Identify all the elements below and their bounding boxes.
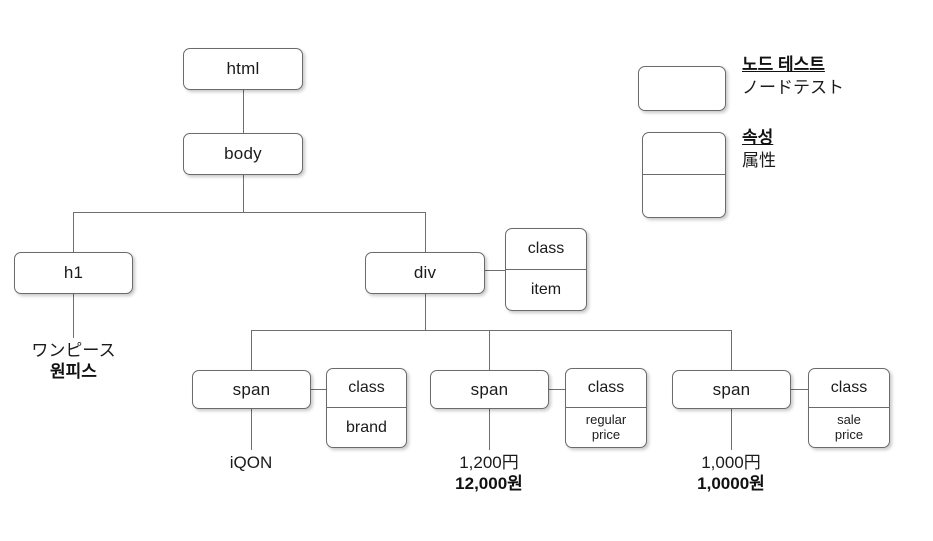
attribute-name: class <box>327 369 406 408</box>
attribute-div-class[interactable]: class item <box>505 228 587 311</box>
legend-attribute-ko: 속성 <box>742 128 774 147</box>
connector-html-body <box>243 90 244 133</box>
attribute-value: brand <box>346 418 387 436</box>
legend-node-swatch <box>638 66 726 111</box>
legend-attribute-swatch <box>642 132 726 218</box>
connector-h1-text <box>73 293 74 338</box>
legend-node-test-ko: 노드 테스트 <box>742 55 825 74</box>
leaf-text-span-sale-price: 1,000円 1,0000원 <box>656 452 806 496</box>
node-span-regular-price[interactable]: span <box>430 370 549 409</box>
connector-span3-text <box>731 408 732 450</box>
node-div[interactable]: div <box>365 252 485 294</box>
connector-body-branch <box>73 212 426 213</box>
connector-span3-attr <box>790 389 808 390</box>
node-span-brand[interactable]: span <box>192 370 311 409</box>
legend-attribute-cell-top <box>643 133 725 175</box>
connector-span1-text <box>251 408 252 450</box>
connector-div-stem <box>425 293 426 330</box>
leaf-text-span-regular-price: 1,200円 12,000원 <box>414 452 564 496</box>
attribute-value: sale price <box>834 411 864 442</box>
node-span-sale-price[interactable]: span <box>672 370 791 409</box>
leaf-text-h1: ワンピース 원피스 <box>0 340 147 384</box>
attribute-value: regular price <box>585 411 627 442</box>
leaf-text-h1-ja: ワンピース <box>31 341 116 360</box>
connector-branch-span1 <box>251 330 252 370</box>
legend-attribute-ja: 属性 <box>742 150 776 170</box>
node-html[interactable]: html <box>183 48 303 90</box>
connector-span1-attr <box>310 389 326 390</box>
connector-branch-div <box>425 212 426 252</box>
connector-div-branch <box>251 330 731 331</box>
node-body[interactable]: body <box>183 133 303 175</box>
connector-div-attr <box>485 270 505 271</box>
attribute-name: class <box>566 369 646 408</box>
attribute-span-sale-price-class[interactable]: class sale price <box>808 368 890 448</box>
node-h1[interactable]: h1 <box>14 252 133 294</box>
connector-body-stem <box>243 175 244 212</box>
connector-span2-text <box>489 408 490 450</box>
legend-node-test-ja: ノードテスト <box>742 77 844 97</box>
attribute-span-regular-price-class[interactable]: class regular price <box>565 368 647 448</box>
connector-branch-h1 <box>73 212 74 252</box>
leaf-text-h1-ko: 원피스 <box>50 362 97 382</box>
attribute-name: class <box>809 369 889 408</box>
leaf-text-span-brand: iQON <box>176 452 326 473</box>
legend-attribute-cell-bottom <box>643 175 725 217</box>
leaf-text-span-sale-price-ja: 1,000円 <box>701 453 761 472</box>
attribute-value: item <box>530 280 562 298</box>
leaf-text-span-regular-price-ja: 1,200円 <box>459 453 519 472</box>
attribute-span-brand-class[interactable]: class brand <box>326 368 407 448</box>
leaf-text-span-sale-price-ko: 1,0000원 <box>697 474 765 494</box>
connector-span2-attr <box>548 389 565 390</box>
attribute-name: class <box>506 229 586 270</box>
legend-node-test-label: 노드 테스트 ノードテスト <box>742 54 844 99</box>
connector-branch-span3 <box>731 330 732 370</box>
leaf-text-span-regular-price-ko: 12,000원 <box>455 474 523 494</box>
leaf-text-span-brand-ja: iQON <box>229 453 273 472</box>
legend-attribute-label: 속성 属性 <box>742 127 776 172</box>
connector-branch-span2 <box>489 330 490 370</box>
